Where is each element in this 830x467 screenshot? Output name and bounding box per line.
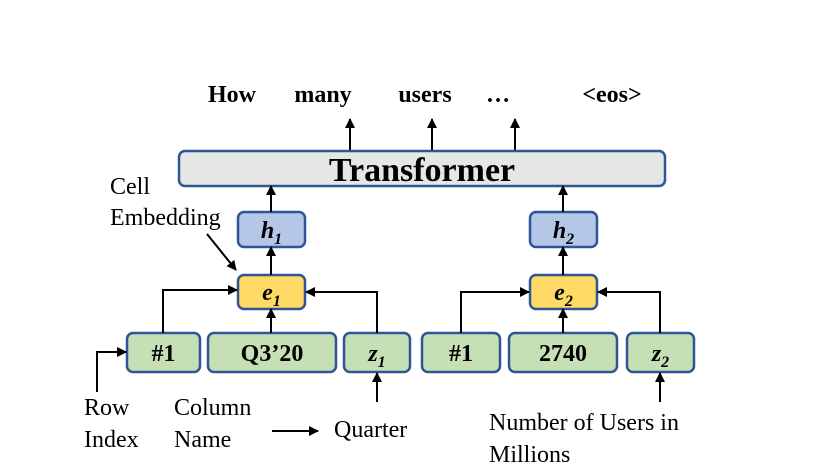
quarter-annotation: Quarter <box>334 417 407 443</box>
output-token: many <box>294 82 351 108</box>
row-to-embedding-arrow <box>162 285 238 333</box>
output-token: users <box>398 82 451 108</box>
value-to-embedding-arrow <box>305 287 378 333</box>
bottom-annotations: Row Index Column Name Quarter Number of … <box>84 395 679 467</box>
column-name-label: Q3’20 <box>241 341 304 367</box>
cell-embedding-annotation: Cell Embedding <box>110 174 221 231</box>
column-name-annotation-line2: Name <box>174 427 231 453</box>
row-index-label: #1 <box>449 341 473 367</box>
hidden-state-label: h2 <box>553 218 574 248</box>
users-annotation-line1: Number of Users in <box>489 410 679 436</box>
column-name-label: 2740 <box>539 341 587 367</box>
embedding-label: e2 <box>554 280 573 310</box>
users-annotation-line2: Millions <box>489 442 570 467</box>
transformer-block: Transformer <box>177 149 667 189</box>
value-to-embedding-arrow <box>597 287 661 333</box>
hidden-state-label: h1 <box>261 218 282 248</box>
transformer-box <box>177 149 667 188</box>
cell-embedding-pointer <box>206 233 237 271</box>
transformer-label: Transformer <box>329 152 515 189</box>
row-to-embedding-arrow <box>460 287 530 333</box>
cell-1: h1 e1 #1 Q3’20 z1 <box>96 185 412 402</box>
value-label: z2 <box>651 341 669 371</box>
output-tokens: How many users … <eos> <box>208 82 642 108</box>
cell-embedding-label-line2: Embedding <box>110 205 221 231</box>
row-index-label: #1 <box>152 341 176 367</box>
output-token: How <box>208 82 257 108</box>
cell-2: h2 e2 #1 2740 z2 <box>420 185 696 402</box>
cell-embedding-label-line1: Cell <box>110 174 150 200</box>
row-index-annotation-line2: Index <box>84 427 139 453</box>
row-index-annotation-arrow <box>96 347 127 392</box>
row-index-annotation-line1: Row <box>84 395 130 421</box>
embedding-label: e1 <box>262 280 281 310</box>
column-name-annotation-line1: Column <box>174 395 251 421</box>
value-label: z1 <box>367 341 385 371</box>
output-token: <eos> <box>582 82 641 108</box>
output-token: … <box>486 82 510 108</box>
